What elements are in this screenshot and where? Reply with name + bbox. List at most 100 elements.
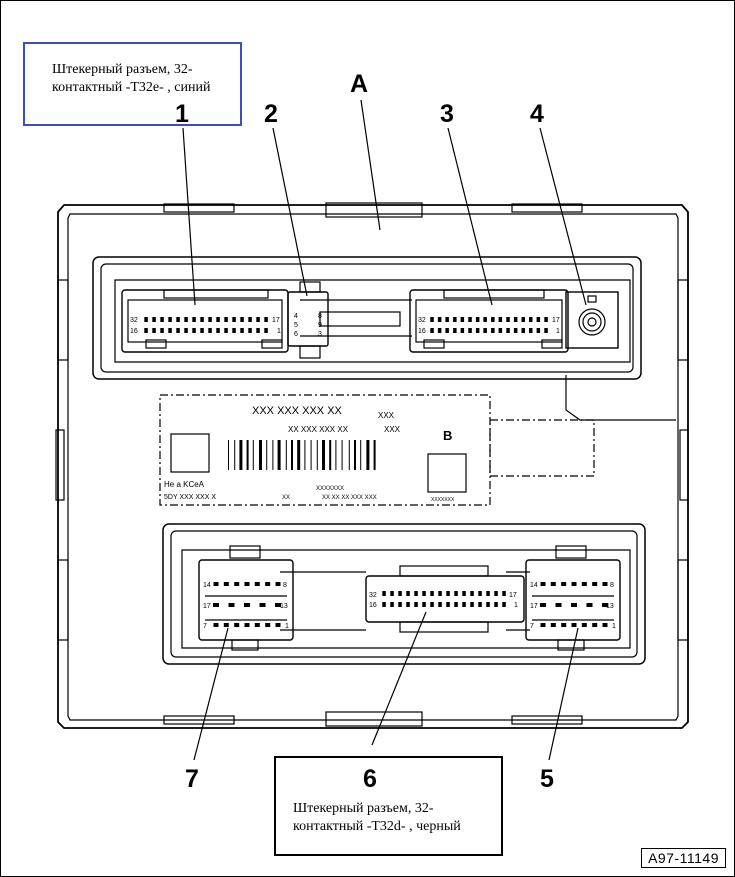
pin [234, 582, 240, 586]
barcode-bar [335, 440, 337, 470]
pin [244, 582, 250, 586]
pin [264, 328, 268, 333]
sticker-small2: XXXXXXX [316, 486, 344, 492]
pin [265, 623, 271, 627]
pin [184, 328, 188, 333]
pin [540, 623, 546, 627]
pin-numbers: 32 17 16 1 4 8 5 9 6 3 32 17 16 1 14 8 1… [130, 313, 616, 630]
label-sticker [159, 394, 595, 506]
pin [521, 317, 525, 322]
barcode-bar [228, 440, 229, 470]
sticker-brand: He a KCeA [164, 480, 205, 489]
pin [571, 623, 577, 627]
leader-lines [182, 99, 587, 761]
pin-label: 1 [556, 328, 560, 335]
connector-4-antenna [565, 291, 619, 349]
pin [240, 328, 244, 333]
pin [491, 328, 495, 333]
pin [491, 317, 495, 322]
pin [176, 317, 180, 322]
label-3: 3 [440, 100, 454, 128]
pin [382, 591, 386, 596]
pin [168, 317, 172, 322]
pin-label: 1 [612, 623, 616, 630]
pin [486, 602, 490, 607]
leader-2 [272, 127, 308, 297]
pin-label: 16 [418, 328, 426, 335]
leader-3 [447, 127, 493, 306]
pin [571, 603, 577, 607]
connector-5 [525, 545, 621, 651]
leader-4 [539, 127, 587, 306]
pin-label: 7 [530, 623, 534, 630]
pin [414, 591, 418, 596]
pin [445, 317, 449, 322]
pin [248, 317, 252, 322]
pin [571, 582, 577, 586]
pin [224, 317, 228, 322]
pin [254, 582, 260, 586]
pin-label: 8 [610, 582, 614, 589]
pin [275, 603, 281, 607]
pin-label: 32 [418, 317, 426, 324]
pin [422, 602, 426, 607]
sticker-text: XXX XXX XXX XX XXX XX XXX XXX XX XXX He … [164, 405, 455, 503]
barcode-bar [259, 440, 262, 470]
pin [540, 582, 546, 586]
pin [390, 602, 394, 607]
sticker-line1: XXX XXX XXX XX [252, 405, 343, 417]
pin [430, 602, 434, 607]
pin [544, 328, 548, 333]
pin [561, 582, 567, 586]
pin [244, 623, 250, 627]
barcode-bar [291, 440, 293, 470]
connector-1-pins [144, 317, 268, 333]
barcode-bar [234, 440, 236, 470]
pin [529, 317, 533, 322]
pin [544, 317, 548, 322]
pin [475, 317, 480, 322]
pin [414, 602, 418, 607]
pin [213, 582, 219, 586]
sticker-line1b: XXX [378, 411, 395, 420]
pin-label: 9 [318, 322, 322, 329]
pin [254, 623, 260, 627]
pin-label: 8 [318, 313, 322, 320]
pin [430, 317, 434, 322]
pin [475, 328, 480, 333]
pin [200, 328, 204, 333]
callout-text-line2: контактный -T32e- , синий [52, 80, 211, 95]
pin [592, 582, 598, 586]
pin [160, 317, 164, 322]
pin [430, 328, 434, 333]
pin-label: 17 [509, 592, 517, 599]
pin [460, 328, 465, 333]
connector-6-pins [382, 591, 506, 607]
pin-label: 1 [514, 602, 518, 609]
pin [213, 603, 219, 607]
barcode-bar [329, 440, 332, 470]
pin [513, 317, 518, 322]
pin [446, 591, 450, 596]
pin-label: 17 [530, 603, 538, 610]
pin [470, 602, 474, 607]
connector-7-pins [213, 582, 281, 627]
pin-label: 7 [203, 623, 207, 630]
pin [581, 582, 587, 586]
barcode-bar [341, 440, 343, 470]
pin [529, 328, 533, 333]
pin [540, 603, 546, 607]
pin [513, 328, 518, 333]
pin [224, 328, 228, 333]
pin [228, 603, 235, 607]
pin [494, 591, 498, 596]
pin [176, 328, 180, 333]
pin [259, 603, 266, 607]
pin [453, 328, 457, 333]
leader-7 [193, 627, 229, 761]
sticker-small4: XXXXXXX [431, 497, 455, 503]
label-5: 5 [540, 765, 554, 793]
pin-label: 16 [369, 602, 377, 609]
pin-label: 32 [130, 317, 138, 324]
